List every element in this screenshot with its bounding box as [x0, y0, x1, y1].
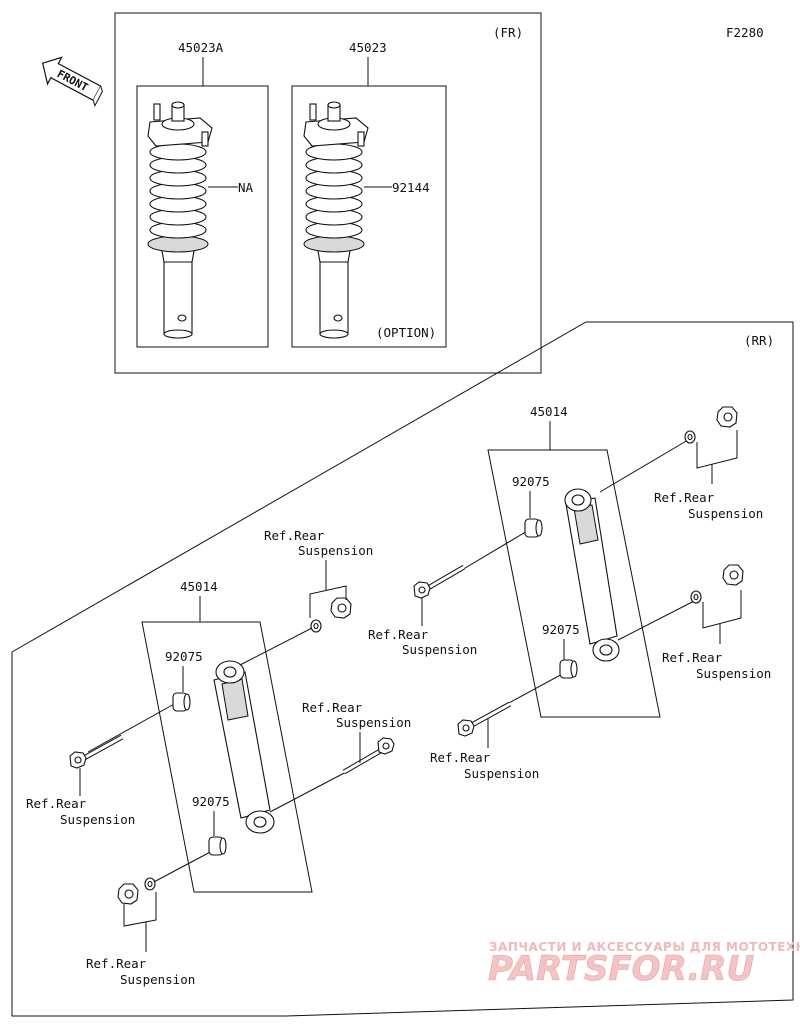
bushing-rr-lower — [559, 659, 578, 679]
ref-rear-suspension-4b: Suspension — [464, 766, 539, 781]
spring-label-92144: 92144 — [392, 180, 430, 195]
option-label: (OPTION) — [376, 325, 436, 340]
ref-rear-suspension-8: Ref.Rear — [86, 956, 147, 971]
ref-rear-suspension-2: Ref.Rear — [654, 490, 715, 505]
ref-rear-suspension-1: Ref.Rear — [368, 627, 429, 642]
ref-rear-suspension-7b: Suspension — [336, 715, 411, 730]
front-right-box — [291, 85, 447, 348]
front-arrow-icon: FRONT — [41, 56, 103, 107]
rear-section: (RR) 45014 92075 92075 Re — [11, 321, 794, 1017]
bushing-rr-upper — [524, 518, 543, 538]
front-left-box — [136, 85, 269, 348]
rear-section-frame — [11, 321, 794, 1017]
ref-rear-suspension-6b: Suspension — [60, 812, 135, 827]
diagram-code: F2280 — [726, 25, 764, 40]
nut-rr-lower — [722, 564, 744, 586]
bolt-rr-lower — [457, 701, 512, 737]
washer-rl-lower — [144, 877, 156, 891]
ref-rear-suspension-7: Ref.Rear — [302, 700, 363, 715]
washer-rl-upper — [310, 619, 322, 633]
washer-rr-upper — [684, 430, 696, 444]
bolt-rr-upper — [413, 564, 466, 599]
bushing-rl-upper — [172, 692, 191, 712]
ref-rear-suspension-6: Ref.Rear — [26, 796, 87, 811]
rear-right-group-box — [487, 449, 661, 718]
bushing-rl-lower — [208, 836, 227, 856]
spring-label-na: NA — [238, 180, 254, 195]
ref-rear-suspension-3b: Suspension — [696, 666, 771, 681]
nut-rl-lower — [117, 883, 139, 905]
rear-shock-right — [439, 439, 701, 725]
rear-section-label: (RR) — [744, 333, 774, 348]
ref-rear-suspension-5b: Suspension — [298, 543, 373, 558]
ref-rear-suspension-8b: Suspension — [120, 972, 195, 987]
part-number-92075-rl-lower: 92075 — [192, 794, 230, 809]
bolt-rl-lower — [342, 737, 395, 775]
watermark-line1: ЗАПЧАСТИ И АКСЕССУАРЫ ДЛЯ МОТОТЕХНИКИ — [489, 940, 800, 954]
watermark-logo: PARTSFOR.RU — [488, 949, 754, 989]
part-number-92075-rr-lower: 92075 — [542, 622, 580, 637]
ref-rear-suspension-1b: Suspension — [402, 642, 477, 657]
ref-rear-suspension-2b: Suspension — [688, 506, 763, 521]
part-number-45014-right: 45014 — [530, 404, 568, 419]
ref-rear-suspension-5: Ref.Rear — [264, 528, 325, 543]
nut-rl-upper — [330, 597, 352, 619]
part-number-45023: 45023 — [349, 40, 387, 55]
washer-rr-lower — [690, 590, 702, 604]
part-number-92075-rr-upper: 92075 — [512, 474, 550, 489]
nut-rr-upper — [716, 406, 738, 428]
front-shock-right — [303, 101, 369, 339]
watermark: ЗАПЧАСТИ И АКСЕССУАРЫ ДЛЯ МОТОТЕХНИКИ PA… — [488, 940, 800, 989]
rear-shock-left — [87, 627, 351, 885]
part-number-45023a: 45023A — [178, 40, 224, 55]
ref-rear-suspension-3: Ref.Rear — [662, 650, 723, 665]
front-section-frame — [114, 12, 542, 374]
bolt-rl-upper — [69, 734, 124, 769]
part-number-92075-rl-upper: 92075 — [165, 649, 203, 664]
front-shock-left — [147, 101, 213, 339]
front-section: (FR) 45023A 45023 (OPTION) — [114, 12, 542, 374]
ref-rear-suspension-4: Ref.Rear — [430, 750, 491, 765]
rear-left-group-box — [141, 621, 313, 893]
front-section-label: (FR) — [493, 25, 523, 40]
part-number-45014-left: 45014 — [180, 579, 218, 594]
